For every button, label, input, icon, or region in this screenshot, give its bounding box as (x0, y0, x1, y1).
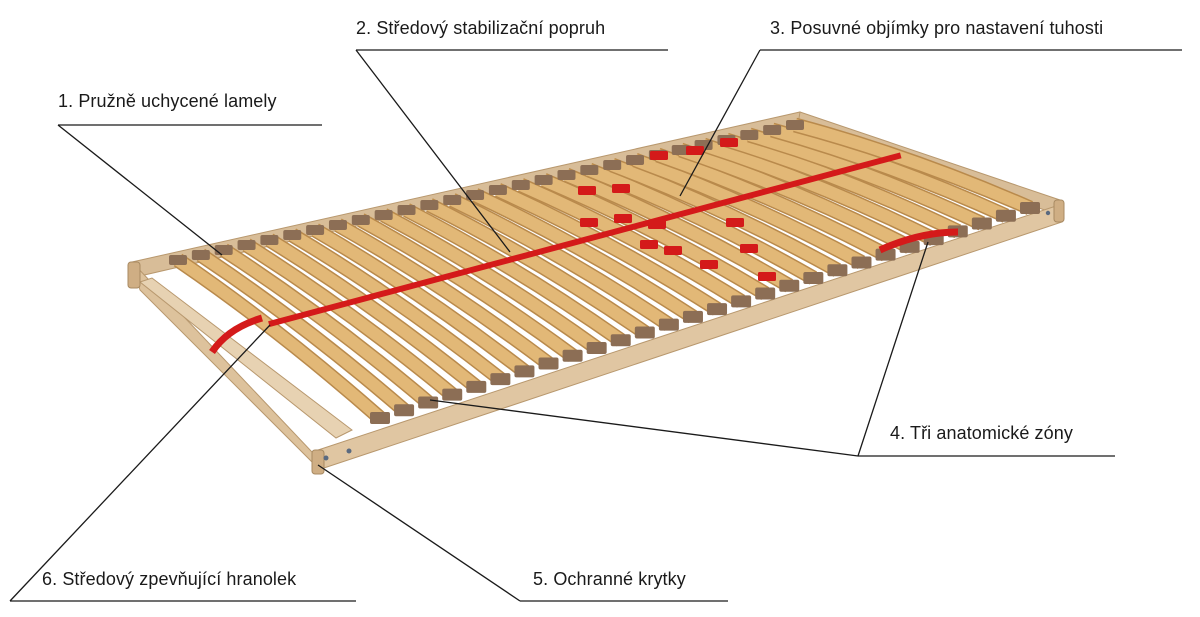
stiffness-sleeve (578, 186, 596, 195)
stiffness-sleeve (740, 244, 758, 253)
slat-holder (192, 250, 210, 260)
slat-holder (731, 295, 751, 307)
slat-holder (539, 358, 559, 370)
slat-holder (557, 170, 575, 180)
screw-head (324, 456, 329, 461)
slat-holder (755, 288, 775, 300)
slat-holder (489, 185, 507, 195)
slat-holder (626, 155, 644, 165)
slat-holder (611, 334, 631, 346)
slat-holder (443, 195, 461, 205)
slat-holder (394, 404, 414, 416)
slat-holder (375, 210, 393, 220)
slat-holder (260, 235, 278, 245)
slat-holder (827, 264, 847, 276)
stiffness-sleeve (648, 220, 666, 229)
slat-holder (763, 125, 781, 135)
callout-label-1: 1. Pružně uchycené lamely (58, 91, 277, 112)
slat-holder (996, 210, 1016, 222)
callout-line (430, 400, 858, 456)
stiffness-sleeve (700, 260, 718, 269)
protective-cap (312, 450, 324, 474)
callout-label-6: 6. Středový zpevňující hranolek (42, 569, 296, 590)
slat-holder (306, 225, 324, 235)
protective-cap (128, 262, 140, 288)
slat-holder (370, 412, 390, 424)
stiffness-sleeve (720, 138, 738, 147)
slat-holder (659, 319, 679, 331)
stiffness-sleeve (686, 146, 704, 155)
stiffness-sleeve (664, 246, 682, 255)
slat-holder (779, 280, 799, 292)
slat-holder (603, 160, 621, 170)
slat-holder (786, 120, 804, 130)
slat-holder (512, 180, 530, 190)
callout-label-4: 4. Tři anatomické zóny (890, 423, 1073, 444)
screw-head (347, 449, 352, 454)
slat-holder (803, 272, 823, 284)
slat-holder (418, 396, 438, 408)
stiffness-sleeve (758, 272, 776, 281)
slat-holder (398, 205, 416, 215)
protective-cap (1054, 200, 1064, 222)
slat-holder (580, 165, 598, 175)
slat-holder (283, 230, 301, 240)
slat-holder (563, 350, 583, 362)
slat-holder (972, 218, 992, 230)
slat-holder (490, 373, 510, 385)
slat-holder (420, 200, 438, 210)
callout-line (10, 325, 270, 601)
stiffness-sleeve (612, 184, 630, 193)
stiffness-sleeve (650, 151, 668, 160)
slat-holder (740, 130, 758, 140)
slat-holder (851, 256, 871, 268)
callout-label-2: 2. Středový stabilizační popruh (356, 18, 605, 39)
screw-head (1046, 211, 1050, 215)
slat-holder (514, 365, 534, 377)
stiffness-sleeve (640, 240, 658, 249)
callout-label-3: 3. Posuvné objímky pro nastavení tuhosti (770, 18, 1103, 39)
slat-holder (352, 215, 370, 225)
slat-holder (329, 220, 347, 230)
slat-holder (442, 389, 462, 401)
slat-holder (466, 381, 486, 393)
callout-line (318, 465, 520, 601)
stiffness-sleeve (614, 214, 632, 223)
slat-holder (238, 240, 256, 250)
slat-holder (169, 255, 187, 265)
slat-holder (535, 175, 553, 185)
slat-holder (683, 311, 703, 323)
slat-holder (635, 326, 655, 338)
callout-label-5: 5. Ochranné krytky (533, 569, 686, 590)
stiffness-sleeve (726, 218, 744, 227)
slat-holder (215, 245, 233, 255)
slat-holder (587, 342, 607, 354)
slat-holder (1020, 202, 1040, 214)
callout-line (58, 125, 222, 255)
stiffness-sleeve (580, 218, 598, 227)
slat-holder (707, 303, 727, 315)
